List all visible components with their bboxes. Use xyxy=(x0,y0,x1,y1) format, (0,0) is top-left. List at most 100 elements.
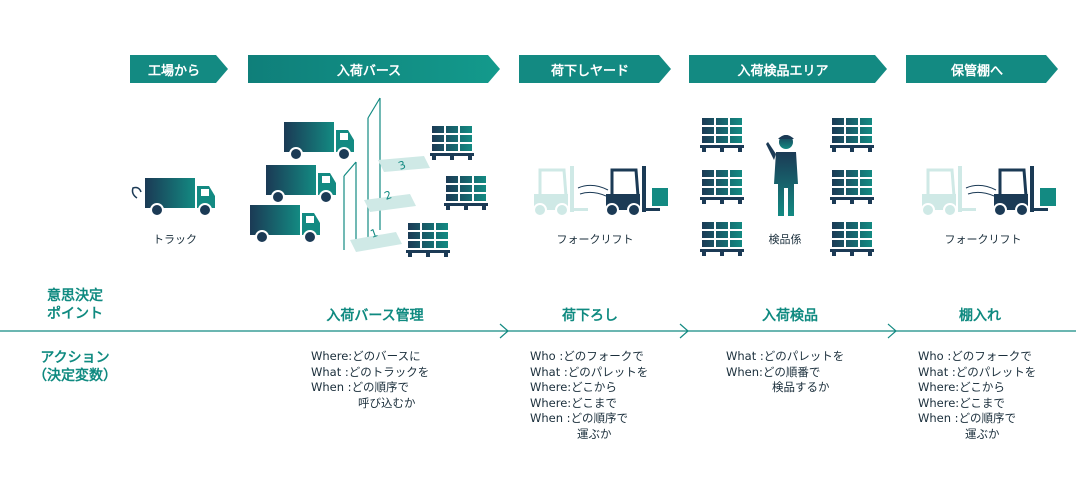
action-value: どのフォークで xyxy=(951,349,1032,363)
forklift-label: フォークリフト xyxy=(556,233,634,246)
stage-inspection-area: 入荷検品エリア xyxy=(689,55,887,83)
stage-storage-shelf: 保管棚へ xyxy=(906,55,1058,83)
stage-label: 保管棚へ xyxy=(950,63,1003,79)
decision-point-label: 意思決定 ポイント xyxy=(20,287,130,323)
action-row: What :どのトラックを xyxy=(311,365,429,381)
action-value: どの順序で xyxy=(351,380,410,394)
motion-lines xyxy=(965,184,997,197)
action-row: When :どの順序で xyxy=(530,411,648,427)
action-value: どのフォークで xyxy=(563,349,644,363)
action-row: When:どの順番で xyxy=(726,365,844,381)
truck-icon xyxy=(283,121,355,161)
action-key: When: xyxy=(726,364,763,379)
phase-unloading: 荷下ろし xyxy=(562,308,618,324)
action-block-berth: Where:どのバースに What :どのトラックを When :どの順序で 呼… xyxy=(311,349,429,411)
phase-putaway: 棚入れ xyxy=(959,308,1001,324)
action-key: When : xyxy=(530,411,571,425)
action-row: When :どの順序で xyxy=(918,411,1036,427)
action-row: Where:どこから xyxy=(530,380,648,396)
pallet-icon xyxy=(830,222,874,256)
stage-factory: 工場から xyxy=(130,55,228,83)
stage-label: 荷下しヤード xyxy=(550,63,629,79)
action-value: どこまで xyxy=(571,395,617,410)
berth-slots xyxy=(350,156,430,252)
action-key: When : xyxy=(918,411,959,425)
action-value: どのパレットを xyxy=(567,364,649,379)
pallet-icon xyxy=(700,170,744,204)
truck-icon xyxy=(131,177,216,217)
pallet-icon xyxy=(444,176,488,210)
action-key: Where: xyxy=(311,349,353,363)
forklift-icon xyxy=(992,164,1050,218)
action-key: Who : xyxy=(530,349,564,363)
action-row: Where:どこまで xyxy=(918,396,1036,412)
action-block-inspection: What :どのパレットを When:どの順番で 検品するか xyxy=(726,349,844,396)
action-continuation: 運ぶか xyxy=(965,426,1000,441)
stage-arrow-shape xyxy=(906,55,1058,83)
inspector-icon xyxy=(766,135,798,216)
action-key: Where: xyxy=(530,380,572,394)
stage-label: 入荷バース xyxy=(336,63,402,79)
stage-arrow-shape xyxy=(519,55,671,83)
action-value: どのパレットを xyxy=(955,364,1037,379)
decision-point-line2: ポイント xyxy=(47,306,103,322)
action-row: What :どのパレットを xyxy=(530,365,648,381)
action-row: Where:どこから xyxy=(918,380,1036,396)
action-key: What : xyxy=(530,364,568,379)
action-key: When : xyxy=(311,380,352,394)
action-value: どの順番で xyxy=(762,364,821,379)
phase-inspection: 入荷検品 xyxy=(762,308,818,324)
action-key: Where: xyxy=(530,395,572,410)
stage-label: 工場から xyxy=(147,63,200,79)
inspector-label: 検品係 xyxy=(768,233,802,246)
action-continuation: 検品するか xyxy=(772,380,830,394)
action-key: Who : xyxy=(918,349,952,363)
forklift-icon xyxy=(532,164,590,218)
truck-label: トラック xyxy=(153,233,197,246)
action-label: アクション （決定変数） xyxy=(20,349,130,385)
pallet-icon xyxy=(430,126,474,160)
pallet-icon xyxy=(700,118,744,152)
action-value: どこから xyxy=(959,380,1005,394)
action-continuation: 呼び込むか xyxy=(358,395,416,410)
action-row: Where:どのバースに xyxy=(311,349,429,365)
action-line1: アクション xyxy=(40,350,110,366)
action-key: What : xyxy=(726,349,764,363)
pallet-icon xyxy=(406,223,450,257)
action-continuation: 運ぶか xyxy=(577,426,612,441)
action-row: Who :どのフォークで xyxy=(530,349,648,365)
pallet-load xyxy=(652,188,668,206)
action-row: When :どの順序で xyxy=(311,380,429,396)
pallet-icon xyxy=(700,222,744,256)
stage-unloading-yard: 荷下しヤード xyxy=(519,55,671,83)
action-block-unloading: Who :どのフォークで What :どのパレットを Where:どこから Wh… xyxy=(530,349,648,442)
action-value: どの順序で xyxy=(570,411,629,425)
action-key: What : xyxy=(311,364,349,379)
action-key: Where: xyxy=(918,395,960,410)
action-row: Who :どのフォークで xyxy=(918,349,1036,365)
stage-arrow-shape xyxy=(248,55,500,83)
action-value: どの順序で xyxy=(958,411,1017,425)
action-value: どこから xyxy=(571,380,617,394)
phase-berth-management: 入荷バース管理 xyxy=(326,308,424,324)
action-row: Where:どこまで xyxy=(530,396,648,412)
action-row: What :どのパレットを xyxy=(918,365,1036,381)
pallet-icon xyxy=(830,118,874,152)
action-value: どのパレットを xyxy=(763,349,845,363)
stage-label: 入荷検品エリア xyxy=(737,63,829,79)
action-block-putaway: Who :どのフォークで What :どのパレットを Where:どこから Wh… xyxy=(918,349,1036,442)
truck-icon xyxy=(249,204,321,244)
stage-receiving-berth: 入荷バース xyxy=(248,55,500,83)
decision-point-line1: 意思決定 xyxy=(47,288,103,304)
stage-arrow-shape xyxy=(130,55,228,83)
berth-number: 1 xyxy=(369,226,380,241)
forklift-label: フォークリフト xyxy=(944,233,1022,246)
berth-number: 2 xyxy=(383,188,394,203)
forklift-icon xyxy=(920,164,978,218)
truck-icon xyxy=(265,164,337,204)
action-value: どこまで xyxy=(959,395,1005,410)
action-value: どのバースに xyxy=(352,349,421,363)
motion-lines xyxy=(577,184,609,197)
action-line2: （決定変数） xyxy=(33,368,117,384)
